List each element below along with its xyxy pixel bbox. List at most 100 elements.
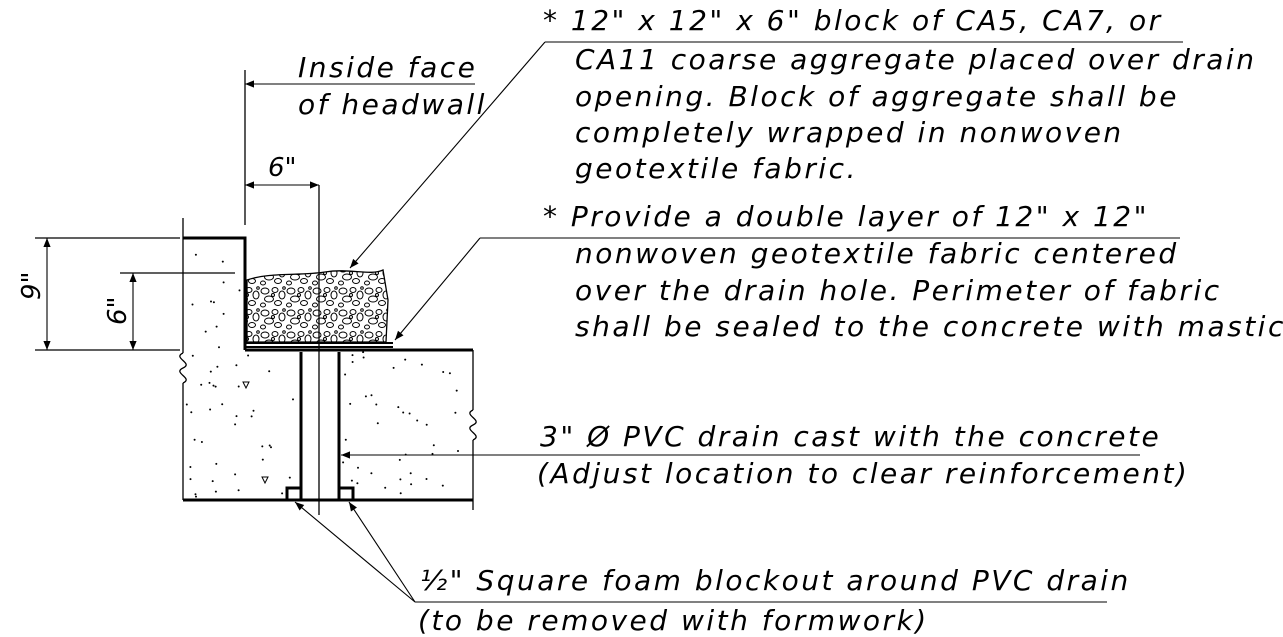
pvc-note: 3" Ø PVC drain cast with the concrete (A… [341,420,1189,490]
concrete-dot [212,384,215,387]
concrete-dot [209,408,212,411]
concrete-dot [214,385,217,388]
headwall-label-line2: of headwall [298,88,487,121]
concrete-dot [455,389,458,392]
concrete-dot [357,466,359,469]
concrete-dot [215,325,218,328]
slab-concrete [183,348,477,510]
fabric-note-line1: * Provide a double layer of 12" x 12" [543,200,1149,233]
concrete-dot [189,466,192,468]
aggregate-block [246,269,389,343]
concrete-dot [209,370,212,373]
concrete-dot [404,358,407,361]
aggregate-note-line4: completely wrapped in nonwoven [575,116,1124,149]
foam-blockout-right [337,486,355,502]
concrete-stipple [185,253,459,498]
concrete-dot [409,472,412,475]
concrete-dot [234,423,237,426]
concrete-dot [212,301,215,304]
fabric-note-line3: over the drain hole. Perimeter of fabric [575,274,1222,307]
concrete-dot [216,365,219,368]
concrete-dot [194,253,197,256]
concrete-dot [362,351,365,354]
concrete-dot [288,476,291,479]
concrete-dot [431,452,434,455]
fabric-note-line4: shall be sealed to the concrete with mas… [575,310,1283,343]
concrete-dot [408,412,411,415]
concrete-dot [350,479,353,482]
blockout-note-line2: (to be removed with formwork) [418,604,929,637]
offset-dimension-label: 6" [268,153,297,183]
concrete-dot [281,492,284,495]
headwall-label-line1: Inside face [298,51,477,84]
concrete-dot [457,450,459,452]
concrete-dot [221,403,224,406]
concrete-dot [392,366,395,369]
concrete-dot [425,478,428,480]
concrete-dot [235,415,238,418]
concrete-dot [356,482,359,485]
pvc-note-line2: (Adjust location to clear reinforcement) [537,457,1189,490]
concrete-dot [185,403,188,406]
concrete-dot [268,370,271,373]
concrete-dot [375,403,378,406]
headwall-callout: Inside face of headwall [244,51,487,225]
pvc-note-line1: 3" Ø PVC drain cast with the concrete [540,420,1161,453]
concrete-dot [342,461,345,464]
concrete-dot [364,395,367,398]
concrete-dot [432,444,435,447]
concrete-dot [362,356,365,359]
concrete-dot [425,423,428,426]
aggregate-note: * 12" x 12" x 6" block of CA5, CA7, or C… [349,4,1256,269]
height-aggregate-label: 6" [103,296,133,325]
concrete-dot [195,495,197,498]
concrete-dot [420,363,423,366]
height-aggregate-dimension: 6" [103,272,235,350]
concrete-dot [261,458,264,461]
concrete-dot [214,490,217,493]
offset-dimension: 6" [245,153,319,189]
pvc-drain [299,185,341,515]
concrete-dot [370,394,373,397]
concrete-dot [410,483,413,486]
fabric-note: * Provide a double layer of 12" x 12" no… [394,200,1283,343]
concrete-dot [344,373,347,376]
concrete-dot [191,354,194,357]
concrete-dot [351,354,354,357]
concrete-aggregate-mark [261,476,269,485]
concrete-dot [268,444,271,447]
aggregate-note-line2: CA11 coarse aggregate placed over drain [575,43,1256,76]
concrete-dot [270,446,272,449]
concrete-dot [222,312,225,315]
blockout-fraction: ½ [420,564,450,597]
concrete-dot [398,458,401,461]
concrete-dot [399,492,402,495]
concrete-dot [222,281,225,284]
height-total-dimension: 9" [17,237,180,351]
concrete-dot [399,478,402,481]
concrete-dot [235,364,238,367]
concrete-dot [442,371,445,373]
concrete-dot [252,409,255,412]
concrete-aggregate-mark [242,381,250,390]
concrete-dot [215,462,218,465]
concrete-dot [218,346,220,349]
concrete-dot [448,372,451,375]
concrete-dot [200,441,203,443]
headwall-concrete [179,218,247,500]
concrete-dot [402,411,405,414]
aggregate-note-line1: * 12" x 12" x 6" block of CA5, CA7, or [543,4,1163,37]
concrete-dot [397,406,400,409]
concrete-dot [234,473,237,476]
blockout-note-line1: ½" Square foam blockout around PVC drain [420,564,1131,597]
concrete-dot [237,489,240,492]
aggregate-note-line5: geotextile fabric. [575,152,858,185]
concrete-dot [349,402,352,405]
blockout-note-text: " Square foam blockout around PVC drain [450,564,1131,597]
concrete-dot [416,419,419,422]
concrete-dot [194,493,197,496]
concrete-dot [441,484,444,487]
concrete-dot [208,381,211,384]
height-total-label: 9" [17,271,47,300]
concrete-dot [454,411,457,414]
